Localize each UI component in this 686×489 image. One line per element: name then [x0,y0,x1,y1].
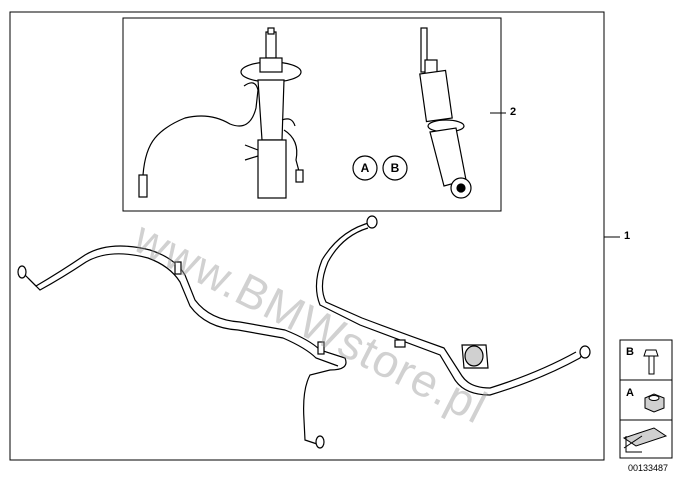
callout-2: 2 [510,106,517,118]
arrow-icon [622,427,668,453]
legend-box-b [619,339,673,381]
diagram-number: 00133487 [628,463,669,473]
rear-stabilizer-bar [315,215,591,396]
front-stabilizer-bar [17,245,347,449]
front-strut [240,27,304,199]
hex-nut-icon [644,393,665,413]
rubber-mount [461,344,489,369]
bolt-icon [643,349,659,375]
legend-letter-b: B [626,346,634,358]
rear-shock-absorber [419,27,472,199]
outer-frame [9,11,605,461]
legend-letter-a: A [626,387,634,399]
kit-circle-a [352,155,378,181]
kit-circle-b [382,155,408,181]
kit-box [122,17,502,212]
kit-letter-a: A [361,161,370,175]
strut-sensor-wire [138,82,296,198]
callout-1: 1 [624,230,631,242]
kit-letter-b: B [391,161,400,175]
